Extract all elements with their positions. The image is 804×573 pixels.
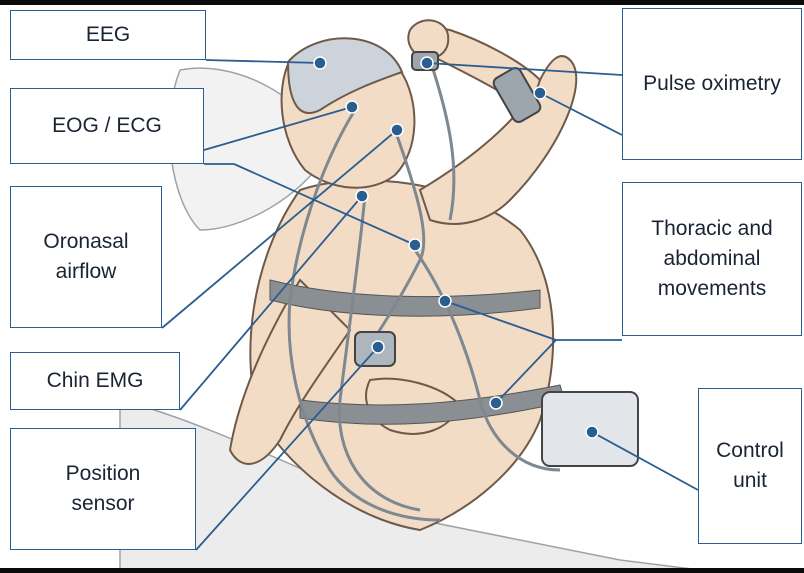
label-eeg: EEG	[10, 10, 206, 60]
eeg-marker	[314, 57, 326, 69]
label-oronasal-airflow: Oronasal airflow	[10, 186, 162, 328]
abdominal-marker	[490, 397, 502, 409]
thoracic-marker	[439, 295, 451, 307]
label-pulse-oximetry: Pulse oximetry	[622, 8, 802, 160]
pulse-marker	[421, 57, 433, 69]
ecg-marker	[409, 239, 421, 251]
oronasal-marker	[391, 124, 403, 136]
wrist-marker	[534, 87, 546, 99]
chin-marker	[356, 190, 368, 202]
position-marker	[372, 341, 384, 353]
label-thoracic-abdominal: Thoracic and abdominal movements	[622, 182, 802, 336]
label-chin-emg: Chin EMG	[10, 352, 180, 410]
top-border-bar	[0, 0, 804, 5]
label-eog-ecg: EOG / ECG	[10, 88, 204, 164]
bottom-border-bar	[0, 568, 804, 573]
eog-marker	[346, 101, 358, 113]
label-control-unit: Control unit	[698, 388, 802, 544]
label-position-sensor: Position sensor	[10, 428, 196, 550]
control-marker	[586, 426, 598, 438]
